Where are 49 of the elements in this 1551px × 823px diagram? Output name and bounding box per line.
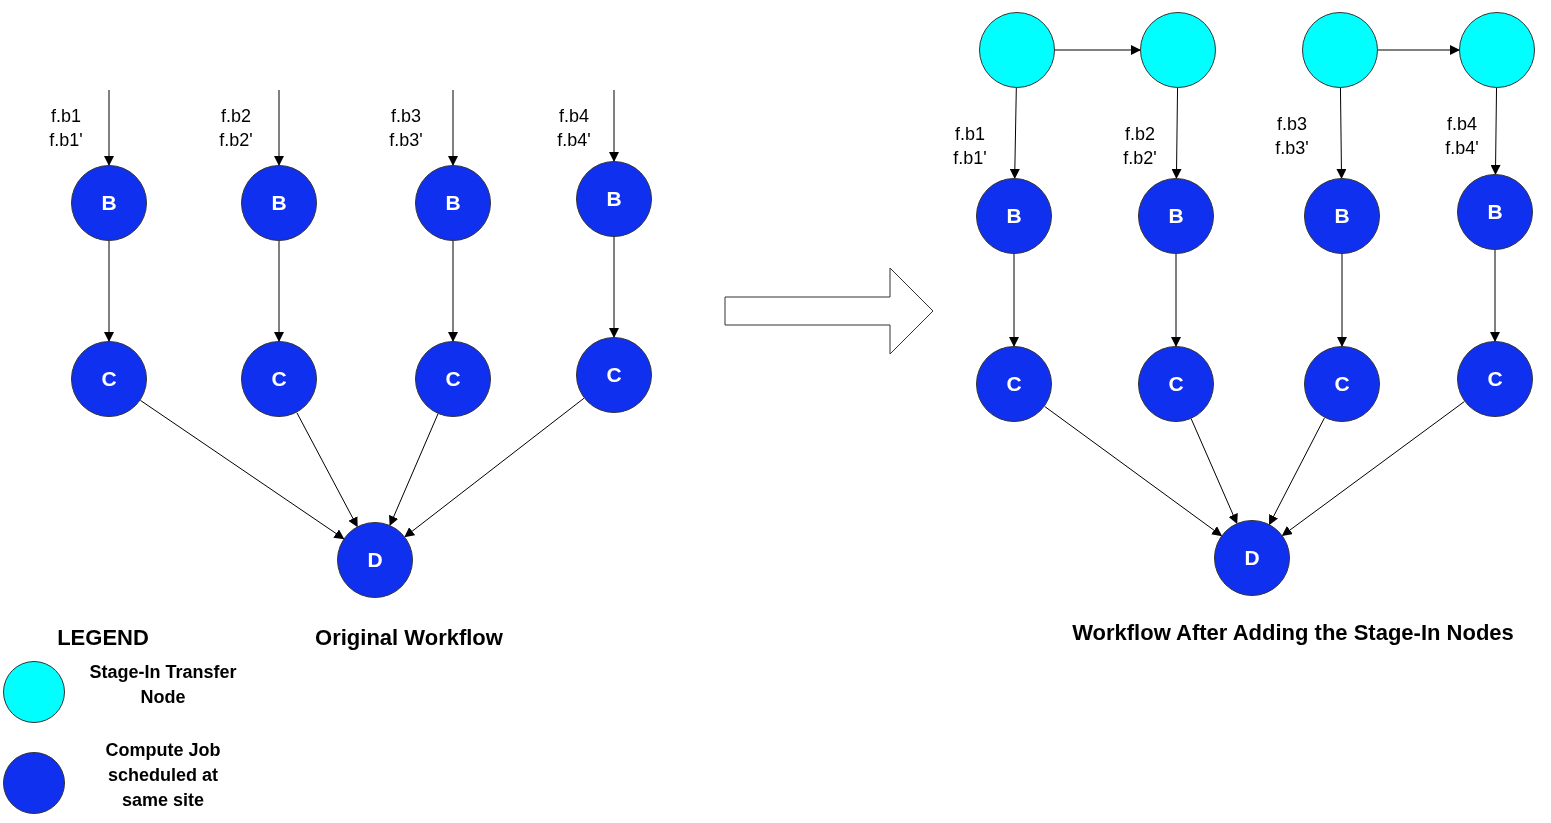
- job-node: B: [576, 161, 652, 237]
- job-node: B: [976, 178, 1052, 254]
- legend-heading: LEGEND: [57, 625, 149, 651]
- arrow: [404, 397, 585, 538]
- job-node: C: [1304, 346, 1380, 422]
- arrow: [1044, 405, 1223, 537]
- job-node: C: [576, 337, 652, 413]
- job-node: C: [1138, 346, 1214, 422]
- arrow: [1377, 45, 1460, 55]
- arrow: [1190, 418, 1238, 525]
- arrow: [1337, 253, 1347, 347]
- arrow: [448, 89, 458, 166]
- job-node: D: [337, 522, 413, 598]
- job-node: D: [1214, 520, 1290, 596]
- arrow: [609, 89, 619, 162]
- arrow: [609, 236, 619, 338]
- arrow: [1054, 45, 1141, 55]
- job-node: C: [976, 346, 1052, 422]
- arrow: [104, 89, 114, 166]
- arrow: [1490, 87, 1501, 175]
- arrow: [274, 240, 284, 342]
- arrow: [1171, 253, 1181, 347]
- job-node: B: [1457, 174, 1533, 250]
- arrow: [1336, 87, 1347, 179]
- legend-text: Compute Job scheduled at same site: [104, 739, 222, 812]
- panel-label: Original Workflow: [315, 625, 503, 651]
- job-node: B: [71, 165, 147, 241]
- panel-label: Workflow After Adding the Stage-In Nodes: [1072, 620, 1514, 646]
- arrow: [1171, 87, 1182, 179]
- arrow: [1490, 249, 1500, 342]
- job-node: C: [71, 341, 147, 417]
- arrow: [389, 413, 439, 526]
- arrow: [274, 89, 284, 166]
- arrow: [1009, 87, 1020, 179]
- arrow: [1281, 401, 1465, 537]
- job-node: B: [415, 165, 491, 241]
- arrow: [1009, 253, 1019, 347]
- arrow: [1268, 417, 1326, 526]
- arrow: [296, 412, 358, 528]
- job-node: C: [241, 341, 317, 417]
- job-node: B: [1138, 178, 1214, 254]
- legend-text: Stage-In Transfer Node: [88, 661, 238, 709]
- job-node: C: [415, 341, 491, 417]
- arrow: [104, 240, 114, 342]
- job-node: B: [241, 165, 317, 241]
- arrow: [139, 399, 345, 540]
- arrow: [448, 240, 458, 342]
- job-node: C: [1457, 341, 1533, 417]
- job-node: B: [1304, 178, 1380, 254]
